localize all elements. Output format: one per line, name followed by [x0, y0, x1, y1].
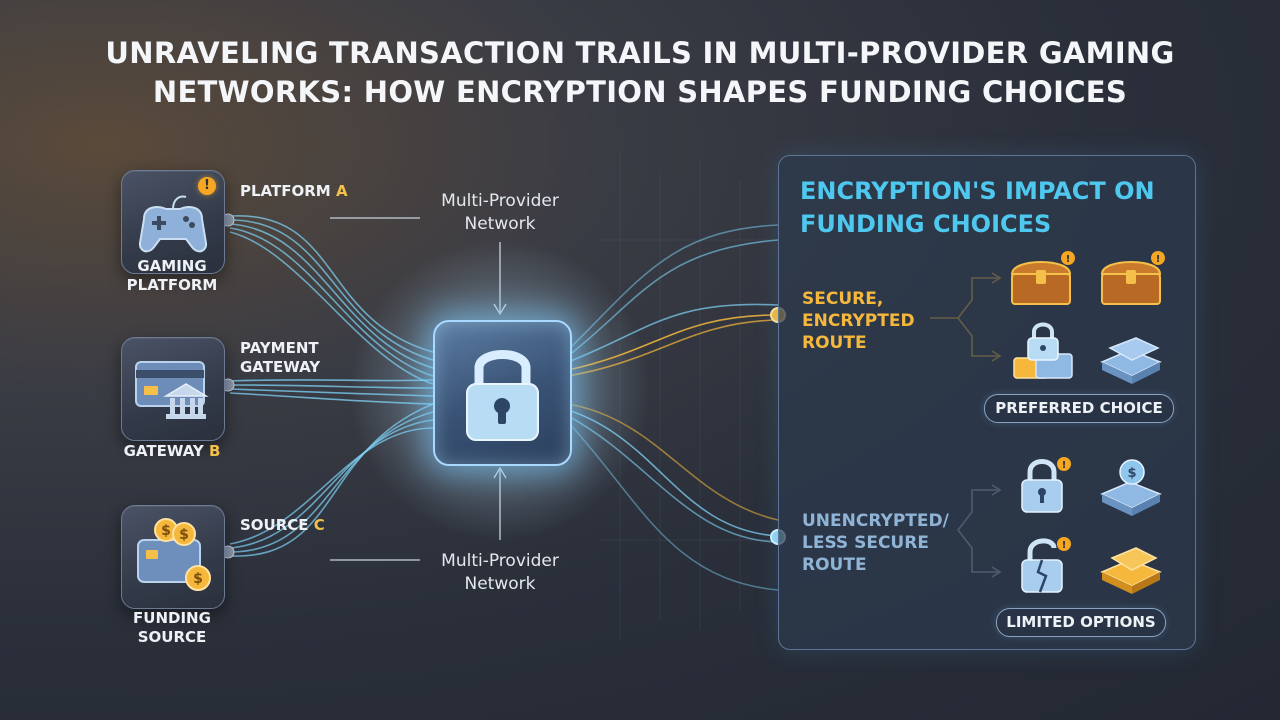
locked-coin-stack-icon: [1013, 322, 1073, 379]
source-c-accent: C: [313, 516, 325, 534]
gateway-b-accent: B: [208, 442, 221, 460]
preferred-choice-badge: Preferred Choice: [984, 394, 1174, 423]
padlock-icon-2: !: [1021, 457, 1071, 513]
title-line-2: Networks: How Encryption Shapes Funding …: [152, 75, 1128, 109]
platform-a-prefix: Platform: [240, 182, 336, 200]
limited-options-badge: Limited Options: [996, 608, 1166, 637]
title-line-1: Unraveling Transaction Trails in Multi-P…: [105, 36, 1175, 70]
svg-text:$: $: [161, 523, 171, 539]
source-c-prefix: Source: [240, 516, 314, 534]
bank-card-icon: [135, 361, 209, 419]
gaming-platform-caption: Gaming Platform: [126, 257, 218, 294]
cash-stack-icon: [1100, 337, 1162, 384]
svg-text:$: $: [1127, 466, 1136, 481]
treasure-chest-icon: !: [1010, 251, 1075, 305]
gateway-b-prefix: Gateway: [123, 442, 209, 460]
platform-a-label: Platform A: [240, 182, 348, 201]
funding-source-node[interactable]: $ $ $: [121, 505, 225, 609]
payment-gateway-label: Payment Gateway: [240, 339, 321, 376]
broken-padlock-icon: !: [1021, 537, 1071, 593]
padlock-icon: [466, 350, 539, 441]
network-label-bottom: Multi-Provider Network: [441, 551, 559, 594]
payment-gateway-node[interactable]: [121, 337, 225, 441]
warning-icon: !: [198, 177, 216, 195]
svg-text:$: $: [193, 571, 203, 587]
panel-title: Encryption's Impact on Funding Choices: [800, 177, 1155, 238]
platform-a-accent: A: [335, 182, 348, 200]
treasure-chest-icon-2: !: [1100, 251, 1165, 305]
gaming-platform-node[interactable]: !: [121, 170, 225, 274]
gateway-b-caption: Gateway B: [112, 442, 232, 461]
svg-text:!: !: [1066, 254, 1071, 265]
network-label-top: Multi-Provider Network: [441, 191, 559, 234]
svg-text:!: !: [1062, 460, 1067, 471]
gamepad-icon: [138, 195, 208, 253]
secure-route-label: Secure, Encrypted Route: [802, 289, 915, 353]
unsecure-route-label: Unencrypted/ Less Secure Route: [802, 511, 949, 575]
page-title: Unraveling Transaction Trails in Multi-P…: [40, 34, 1240, 112]
wallet-coins-icon: $ $ $: [137, 518, 211, 591]
svg-text:!: !: [1156, 254, 1161, 265]
gold-bars-icon: [1100, 547, 1162, 594]
source-c-label: Source C: [240, 516, 325, 535]
funding-source-caption: Funding Source: [133, 609, 211, 646]
svg-text:$: $: [179, 527, 189, 543]
central-encryption-node[interactable]: [433, 320, 572, 466]
coin-cash-stack-icon: $: [1100, 459, 1162, 516]
svg-text:!: !: [1062, 540, 1067, 551]
